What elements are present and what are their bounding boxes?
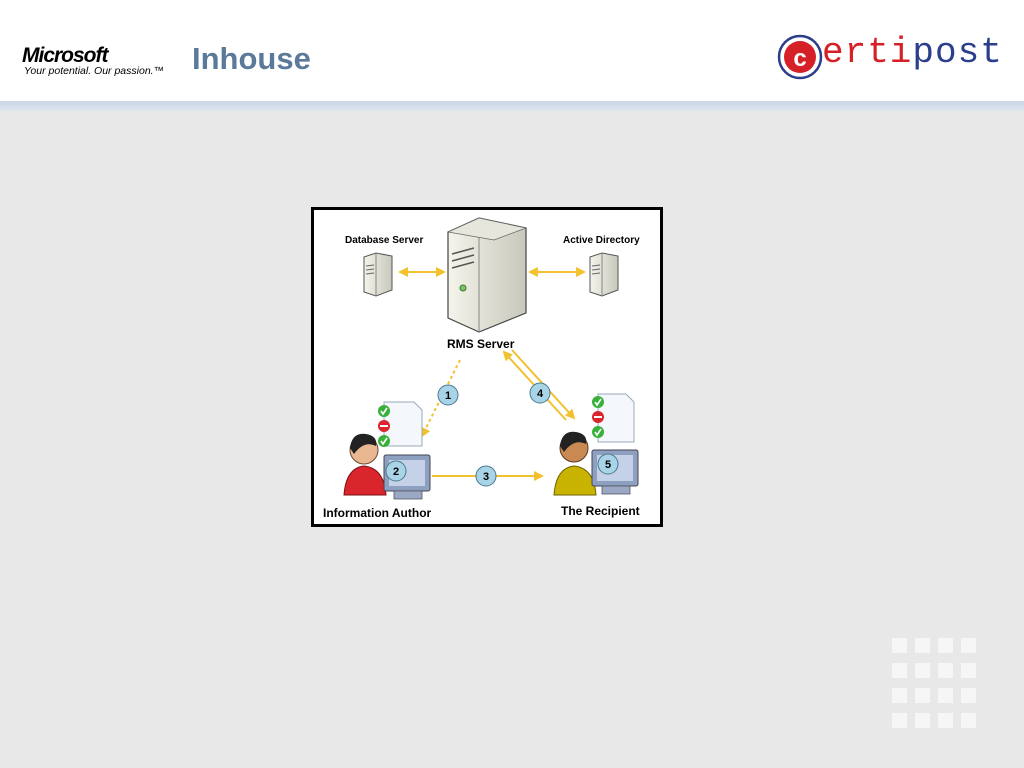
rms-diagram: 1 2 3 4 5 Database Server Active Directo… <box>311 207 663 527</box>
active-directory-label: Active Directory <box>563 235 640 246</box>
certipost-wordmark: ertipost <box>822 32 1003 73</box>
certipost-red-part: erti <box>822 32 913 73</box>
rms-server-icon <box>446 217 528 333</box>
database-server-icon <box>363 252 393 297</box>
step-3-label: 3 <box>483 471 489 483</box>
header-band <box>0 101 1024 111</box>
rms-server-label: RMS Server <box>447 337 515 351</box>
step-circle-4: 4 <box>529 382 551 404</box>
decorative-square-grid <box>892 638 976 730</box>
step-1-label: 1 <box>445 390 451 402</box>
step-4-label: 4 <box>537 388 544 400</box>
step-circle-1: 1 <box>437 384 459 406</box>
recipient-document-icon <box>592 393 635 443</box>
step-circle-5: 5 <box>597 453 619 475</box>
certipost-c-icon: c <box>777 34 823 80</box>
database-server-label: Database Server <box>345 235 424 246</box>
diagram-graphics: 1 2 3 4 5 <box>343 217 639 500</box>
author-document-icon <box>378 401 423 447</box>
step-5-label: 5 <box>605 459 611 471</box>
step-circle-3: 3 <box>475 465 497 487</box>
microsoft-wordmark: Microsoft <box>22 44 108 67</box>
microsoft-logo: Microsoft Your potential. Our passion.™ <box>22 44 182 84</box>
recipient-label: The Recipient <box>561 504 640 518</box>
microsoft-tagline: Your potential. Our passion.™ <box>24 65 165 77</box>
slide-header <box>0 0 1024 101</box>
certipost-blue-part: post <box>912 32 1003 73</box>
step-circle-2: 2 <box>385 460 407 482</box>
active-directory-server-icon <box>589 252 619 297</box>
slide-title: Inhouse <box>192 41 311 76</box>
certipost-logo: c ertipost <box>776 30 1002 84</box>
certipost-c-letter: c <box>793 45 806 72</box>
information-author-label: Information Author <box>323 506 432 520</box>
step-2-label: 2 <box>393 466 399 478</box>
